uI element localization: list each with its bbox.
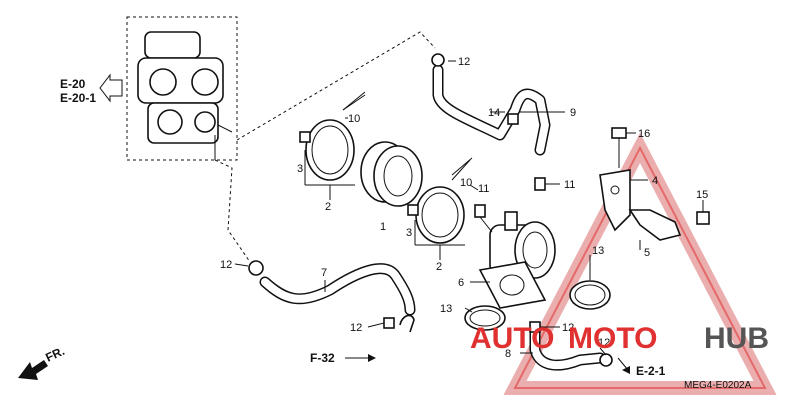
bolt-15 [696, 211, 710, 225]
callout-5: 5 [644, 247, 650, 259]
callout-8: 8 [505, 348, 511, 360]
diagram-code: MEG4-E0202A [684, 380, 752, 391]
callout-15: 15 [696, 189, 708, 201]
flange [478, 261, 547, 309]
callout-12-bottom: 12 [598, 337, 610, 349]
hose-7 [248, 260, 416, 316]
callout-16: 16 [638, 128, 650, 140]
screw-10-left [342, 91, 366, 111]
nut-3-left [299, 131, 311, 143]
leader-carb-hose [214, 159, 251, 263]
callout-12-top: 12 [458, 56, 470, 68]
clip-12-left [248, 260, 264, 276]
callout-12-left: 12 [220, 259, 232, 271]
bracket-4 [599, 169, 682, 241]
callout-10-left: 10 [348, 113, 360, 125]
carburetor-group [99, 16, 238, 161]
arrow-left-icon [622, 366, 630, 374]
hose-7-end [399, 314, 415, 333]
watermark-auto: AUTO [470, 322, 554, 355]
reference-f32: F-32 [310, 351, 335, 365]
callout-7: 7 [321, 267, 327, 279]
callout-11-right: 11 [564, 179, 575, 191]
hose-9 [431, 53, 551, 156]
callout-13-left: 13 [440, 303, 452, 315]
bracket-5 [628, 209, 682, 241]
callout-6: 6 [458, 277, 464, 289]
callout-3-right: 3 [406, 227, 412, 239]
watermark-triangle [503, 132, 777, 395]
watermark-hub: HUB [704, 322, 769, 355]
callout-9: 9 [570, 107, 576, 119]
leader-lines [234, 60, 704, 371]
reference-e21: E-2-1 [636, 364, 666, 378]
callout-11-left: 11 [478, 183, 489, 195]
callout-10-right: 10 [460, 177, 472, 189]
callout-12-lower: 12 [350, 322, 362, 334]
clip-12-bottom [599, 353, 613, 367]
callout-13-right: 13 [592, 245, 604, 257]
watermark-moto: MOTO [568, 322, 657, 355]
arrow-right-icon [368, 354, 376, 362]
clip-12-lower [383, 317, 395, 329]
reference-e201: E-20-1 [60, 91, 96, 105]
intake-pipe-6 [478, 211, 556, 309]
clamp-right [407, 159, 471, 244]
insulator-1 [360, 141, 423, 207]
hose-8 [529, 324, 613, 371]
front-label: FR. [43, 344, 66, 365]
callout-4: 4 [652, 175, 658, 187]
reference-arrow-icon [99, 73, 123, 103]
callout-1: 1 [380, 221, 386, 233]
carburetor-top [144, 31, 201, 59]
reference-e20: E-20 [60, 77, 86, 91]
nut-14 [507, 113, 519, 125]
bolt-11-left [474, 204, 493, 233]
bolt-16 [611, 127, 627, 168]
clip-12-top [431, 53, 445, 67]
clamp-left [299, 94, 366, 181]
callout-2-left: 2 [325, 201, 331, 213]
front-arrow-icon [18, 360, 48, 380]
carburetor-box [126, 16, 238, 161]
nut-3-right [407, 204, 419, 216]
callout-12-mid: 12 [562, 322, 574, 334]
leader-carb-top [236, 31, 436, 141]
callout-3-left: 3 [297, 163, 303, 175]
screw-10-right [451, 157, 473, 176]
callout-2-right: 2 [436, 261, 442, 273]
callout-14: 14 [488, 107, 500, 119]
